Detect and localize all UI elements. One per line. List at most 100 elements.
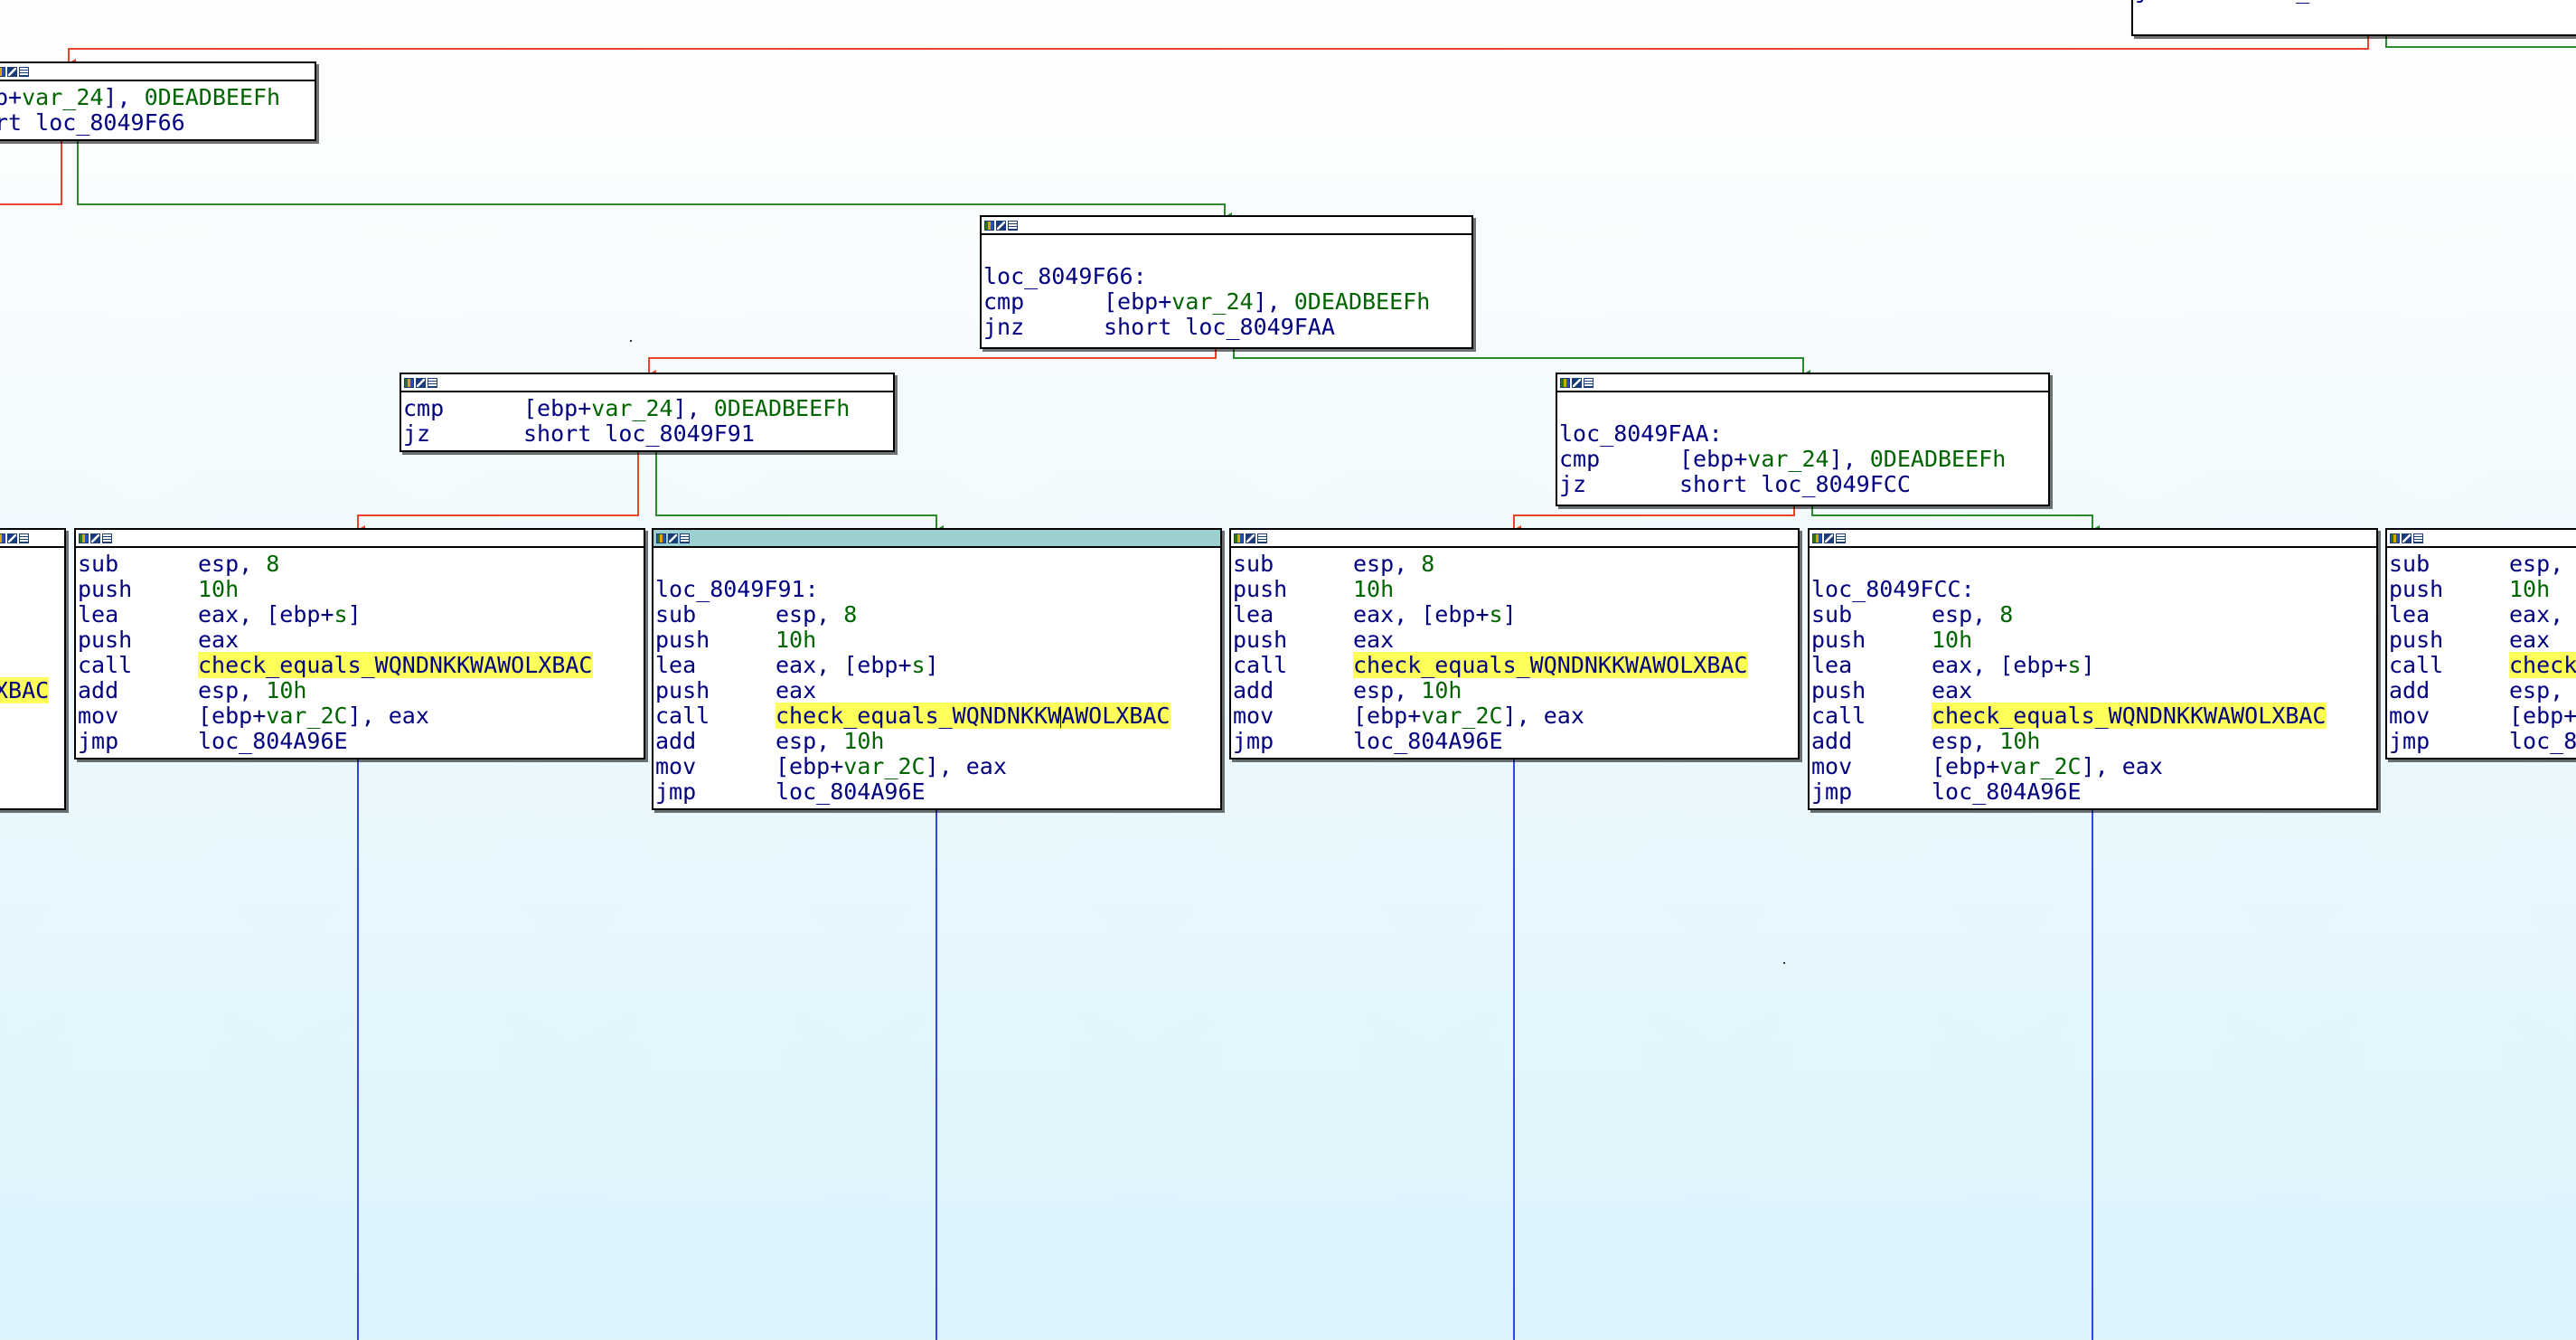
highlighted-symbol[interactable]: check_equals_WQNDNKKW bbox=[776, 703, 1062, 729]
block-label[interactable]: loc_8049F66: bbox=[983, 263, 1147, 289]
flowchart-icon[interactable] bbox=[1572, 377, 1582, 388]
asm-line[interactable]: XBAC bbox=[0, 677, 62, 703]
stack-variable[interactable]: var_2C bbox=[1999, 753, 2082, 779]
flowchart-icon[interactable] bbox=[996, 220, 1006, 231]
code-block-edge-left[interactable]: XBAC bbox=[0, 528, 66, 810]
asm-line[interactable] bbox=[0, 602, 62, 628]
block-title-bar[interactable] bbox=[982, 217, 1471, 235]
flowchart-icon[interactable] bbox=[1824, 533, 1834, 543]
asm-line[interactable]: mov[ebp+var_2C], eax bbox=[78, 703, 642, 729]
listing-icon[interactable] bbox=[19, 66, 29, 77]
block-title-bar[interactable] bbox=[0, 63, 315, 81]
highlighted-symbol[interactable]: check bbox=[2509, 652, 2576, 678]
listing-icon[interactable] bbox=[1257, 533, 1267, 543]
block-label[interactable]: loc_8049FCC: bbox=[1811, 576, 1975, 602]
asm-line[interactable]: cmp[ebp+var_24], 0DEADBEEFh bbox=[983, 289, 1470, 315]
asm-line[interactable]: cmp[ebp+var_24], 0DEADBEEFh bbox=[403, 396, 891, 421]
flowchart-icon[interactable] bbox=[668, 533, 678, 543]
asm-line[interactable] bbox=[0, 577, 62, 602]
asm-line[interactable]: p+var_24], 0DEADBEEFh bbox=[0, 85, 313, 110]
asm-line[interactable]: jnzloc_8049FE5 bbox=[2135, 0, 2576, 4]
asm-line[interactable] bbox=[0, 552, 62, 577]
graph-overview-icon[interactable] bbox=[984, 220, 994, 231]
stack-variable[interactable]: s bbox=[2067, 652, 2082, 678]
graph-overview-icon[interactable] bbox=[404, 377, 414, 388]
asm-line[interactable]: rt loc_8049F66 bbox=[0, 110, 313, 136]
graph-overview-icon[interactable] bbox=[656, 533, 666, 543]
flowchart-icon[interactable] bbox=[2402, 533, 2411, 543]
block-title-bar[interactable] bbox=[0, 530, 64, 548]
listing-icon[interactable] bbox=[1836, 533, 1846, 543]
block-title-bar[interactable] bbox=[76, 530, 644, 548]
flowchart-icon[interactable] bbox=[90, 533, 100, 543]
stack-variable[interactable]: var_2C bbox=[266, 703, 348, 729]
block-title-bar[interactable] bbox=[1810, 530, 2376, 548]
listing-icon[interactable] bbox=[1008, 220, 1018, 231]
listing-icon[interactable] bbox=[1584, 377, 1594, 388]
stack-variable[interactable]: var_24 bbox=[22, 84, 104, 110]
listing-icon[interactable] bbox=[19, 533, 29, 543]
block-title-bar[interactable] bbox=[1231, 530, 1798, 548]
asm-line[interactable]: mov[ebp+ bbox=[2389, 703, 2576, 729]
asm-line[interactable] bbox=[0, 703, 62, 729]
asm-line[interactable] bbox=[0, 628, 62, 653]
graph-overview-icon[interactable] bbox=[1234, 533, 1244, 543]
graph-overview-icon[interactable] bbox=[0, 66, 5, 77]
highlighted-symbol[interactable]: AWOLXBAC bbox=[1061, 703, 1170, 729]
highlighted-symbol[interactable]: check_equals_WQNDNKKWAWOLXBAC bbox=[1932, 703, 2327, 729]
code-block-top-right[interactable]: jnzloc_8049FE5 bbox=[2131, 0, 2576, 36]
asm-line[interactable]: mov[ebp+var_2C], eax bbox=[1233, 703, 1796, 729]
listing-icon[interactable] bbox=[2413, 533, 2423, 543]
stack-variable[interactable]: var_24 bbox=[591, 395, 673, 421]
graph-overview-icon[interactable] bbox=[1560, 377, 1570, 388]
flowchart-icon[interactable] bbox=[416, 377, 426, 388]
block-title-bar[interactable] bbox=[2387, 530, 2576, 548]
highlighted-symbol[interactable]: XBAC bbox=[0, 677, 50, 703]
asm-line[interactable]: mov[ebp+var_2C], eax bbox=[1811, 754, 2374, 779]
flowchart-icon[interactable] bbox=[7, 533, 17, 543]
flowchart-icon[interactable] bbox=[7, 66, 17, 77]
asm-line[interactable] bbox=[0, 653, 62, 678]
listing-icon[interactable] bbox=[428, 377, 437, 388]
block-label[interactable]: loc_8049F91: bbox=[655, 576, 819, 602]
highlighted-symbol[interactable]: check_equals_WQNDNKKWAWOLXBAC bbox=[1353, 652, 1748, 678]
graph-overview-icon[interactable] bbox=[79, 533, 89, 543]
graph-overview-icon[interactable] bbox=[2390, 533, 2400, 543]
stack-variable[interactable]: s bbox=[334, 601, 348, 628]
graph-overview-icon[interactable] bbox=[0, 533, 5, 543]
block-title-bar[interactable] bbox=[1557, 374, 2048, 392]
graph-overview-icon[interactable] bbox=[1812, 533, 1822, 543]
stack-variable[interactable]: var_2C bbox=[843, 753, 926, 779]
